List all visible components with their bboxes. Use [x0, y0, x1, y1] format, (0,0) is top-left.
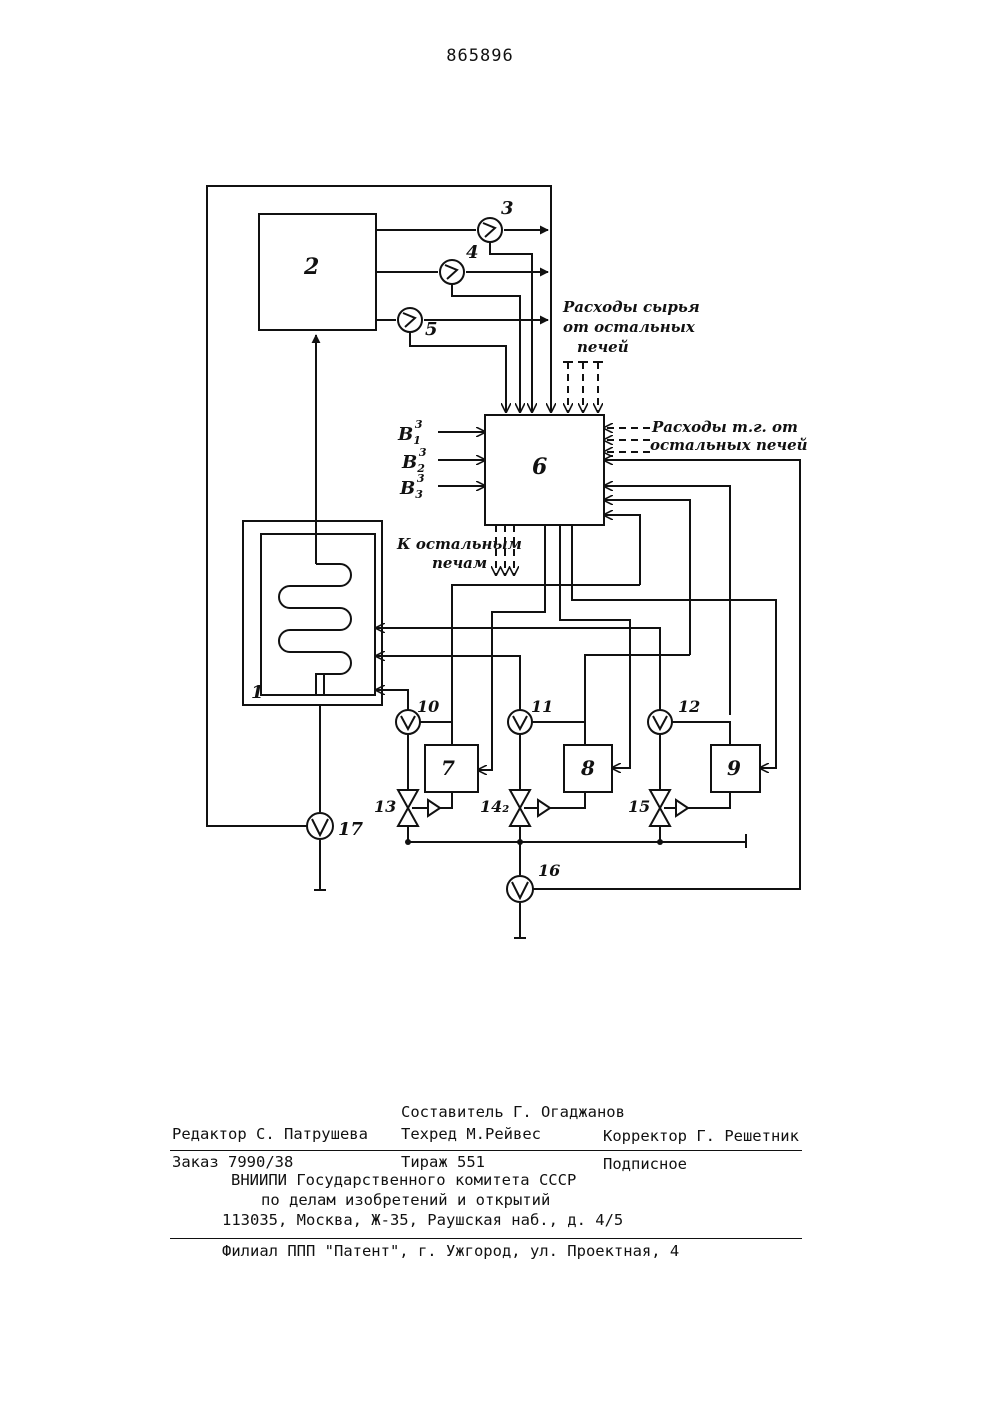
- compiler: Составитель Г. Огаджанов: [401, 1103, 625, 1121]
- regulator-7-label: 7: [441, 756, 455, 780]
- unit-2-label: 2: [303, 254, 319, 280]
- flow-sensor-5: [398, 308, 422, 332]
- techred: Техред М.Рейвес: [401, 1125, 541, 1143]
- sensor-5-label: 5: [425, 319, 438, 340]
- furnace-1-label: 1: [251, 682, 264, 703]
- sensor-3-label: 3: [501, 198, 514, 219]
- editor: Редактор С. Патрушева: [172, 1125, 368, 1143]
- to-other-annotation-1: К остальным: [396, 535, 522, 553]
- input-b1-sup: 3: [415, 418, 423, 431]
- regulator-8-label: 8: [580, 756, 595, 780]
- raw-flow-annotation-1: Расходы сырья: [562, 298, 700, 316]
- to-other-annotation-2: печам: [432, 554, 487, 572]
- org-line-1: ВНИИПИ Государственного комитета СССР: [231, 1171, 576, 1189]
- valve-14-label: 14₂: [480, 797, 509, 816]
- raw-flow-annotation-3: печей: [577, 338, 629, 356]
- regulator-9-label: 9: [727, 756, 741, 780]
- flow-sensor-4: [440, 260, 464, 284]
- flow-sensor-3: [478, 218, 502, 242]
- subscription: Подписное: [603, 1155, 687, 1173]
- fuel-flow-annotation-2: остальных печей: [650, 436, 808, 454]
- valve-13-label: 13: [374, 797, 396, 816]
- input-b3-sub: 3: [415, 488, 423, 501]
- address: 113035, Москва, Ж-35, Раушская наб., д. …: [222, 1211, 623, 1229]
- raw-flow-annotation-2: от остальных: [563, 318, 696, 336]
- branch: Филиал ППП "Патент", г. Ужгород, ул. Про…: [222, 1242, 679, 1260]
- input-b3-sup: 3: [417, 472, 425, 485]
- svg-text:B33: B3 3: [399, 472, 425, 501]
- corrector: Корректор Г. Решетник: [603, 1127, 799, 1145]
- input-b2: B: [401, 452, 417, 473]
- sensor-17-label: 17: [338, 819, 364, 840]
- controller-6-label: 6: [532, 454, 547, 480]
- svg-text:B23: B23: [401, 446, 427, 475]
- input-b3: B: [399, 478, 415, 499]
- svg-text:B13: B13: [397, 418, 423, 447]
- valve-15-label: 15: [628, 797, 650, 816]
- sensor-16-label: 16: [538, 861, 560, 880]
- input-b1: B: [397, 424, 413, 445]
- circulation: Тираж 551: [401, 1153, 485, 1171]
- sensor-4-label: 4: [466, 242, 479, 263]
- input-b2-sup: 3: [419, 446, 427, 459]
- furnace-1-inner: [261, 534, 375, 695]
- org-line-2: по делам изобретений и открытий: [261, 1191, 550, 1209]
- colophon-rule-2: [170, 1238, 802, 1239]
- sensor-12-label: 12: [678, 697, 700, 716]
- sensor-11-label: 11: [531, 697, 553, 716]
- fuel-flow-annotation-1: Расходы т.г. от: [651, 418, 798, 436]
- order: Заказ 7990/38: [172, 1153, 293, 1171]
- colophon-rule-1: [170, 1150, 802, 1151]
- sensor-10-label: 10: [417, 697, 439, 716]
